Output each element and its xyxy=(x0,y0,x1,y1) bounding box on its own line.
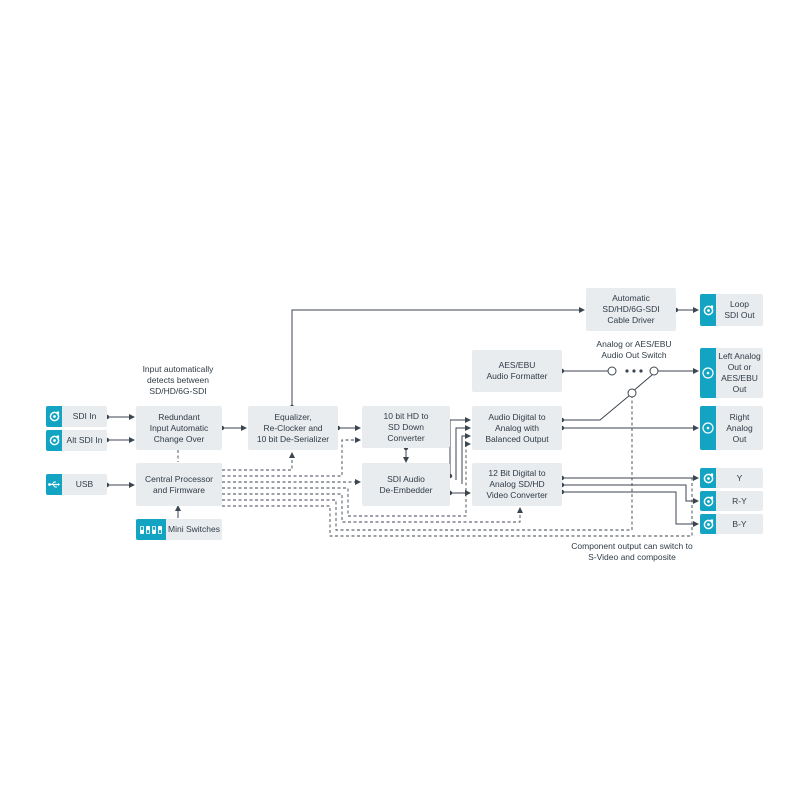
switch-contact-left xyxy=(607,366,617,376)
block-deembedder: SDI Audio De-Embedder xyxy=(362,463,450,506)
line-deembed-to-audio-3 xyxy=(461,433,471,484)
port-y-out: Y xyxy=(700,468,763,488)
line-switch-arm xyxy=(631,374,653,393)
dash-central-to-down xyxy=(222,437,361,477)
block-equalizer: Equalizer, Re-Clocker and 10 bit De-Seri… xyxy=(248,406,338,450)
switch-contact-right xyxy=(649,366,659,376)
xlr-connector-icon xyxy=(700,406,716,450)
port-alt-sdi-in: Alt SDI In xyxy=(46,430,107,451)
port-by-out: B-Y xyxy=(700,514,763,534)
dash-central-to-component xyxy=(222,478,693,537)
port-mini-switches: Mini Switches xyxy=(136,519,222,540)
block-redundant: Redundant Input Automatic Change Over xyxy=(136,406,222,450)
bnc-connector-icon xyxy=(700,514,716,534)
dash-central-to-video xyxy=(222,493,523,523)
dot-switch-dot-2 xyxy=(632,369,636,373)
dot-switch-dot-1 xyxy=(625,369,629,373)
port-right-analog-out: Right Analog Out xyxy=(700,406,763,450)
line-deembed-to-audio-1 xyxy=(449,417,471,476)
usb-icon xyxy=(46,474,62,495)
line-deembed-to-audio-2 xyxy=(455,425,471,480)
note-input-detect: Input automatically detects between SD/H… xyxy=(142,364,214,396)
bnc-connector-icon xyxy=(46,430,62,451)
dash-central-to-eq xyxy=(222,452,295,471)
block-down-converter: 10 bit HD to SD Down Converter xyxy=(362,406,450,448)
bnc-connector-icon xyxy=(700,294,716,326)
note-audio-switch: Analog or AES/EBU Audio Out Switch xyxy=(596,339,672,360)
port-ry-out: R-Y xyxy=(700,491,763,511)
dash-central-to-audio xyxy=(222,441,471,517)
dip-switch-icon xyxy=(136,519,166,540)
line-video-to-ry xyxy=(562,484,699,504)
bnc-connector-icon xyxy=(700,468,716,488)
bnc-connector-icon xyxy=(700,491,716,511)
block-video-converter: 12 Bit Digital to Analog SD/HD Video Con… xyxy=(472,463,562,506)
block-aes-formatter: AES/EBU Audio Formatter xyxy=(472,350,562,392)
line-eq-to-cable-driver xyxy=(291,307,585,407)
dot-switch-dot-3 xyxy=(639,369,643,373)
port-left-analog-out: Left Analog Out or AES/EBU Out xyxy=(700,348,763,398)
dash-central-to-switch xyxy=(222,395,633,531)
xlr-connector-icon xyxy=(700,348,716,398)
line-audio-to-switch xyxy=(562,394,631,421)
block-audio-digital: Audio Digital to Analog with Balanced Ou… xyxy=(472,406,562,450)
line-video-to-by xyxy=(562,491,699,527)
port-sdi-in: SDI In xyxy=(46,406,107,427)
block-central: Central Processor and Firmware xyxy=(136,463,222,506)
switch-contact-common xyxy=(627,388,637,398)
port-usb: USB xyxy=(46,474,107,495)
block-cable-driver: Automatic SD/HD/6G-SDI Cable Driver xyxy=(586,288,676,331)
note-component: Component output can switch to S-Video a… xyxy=(571,541,693,562)
bnc-connector-icon xyxy=(46,406,62,427)
port-loop-sdi-out: Loop SDI Out xyxy=(700,294,763,326)
